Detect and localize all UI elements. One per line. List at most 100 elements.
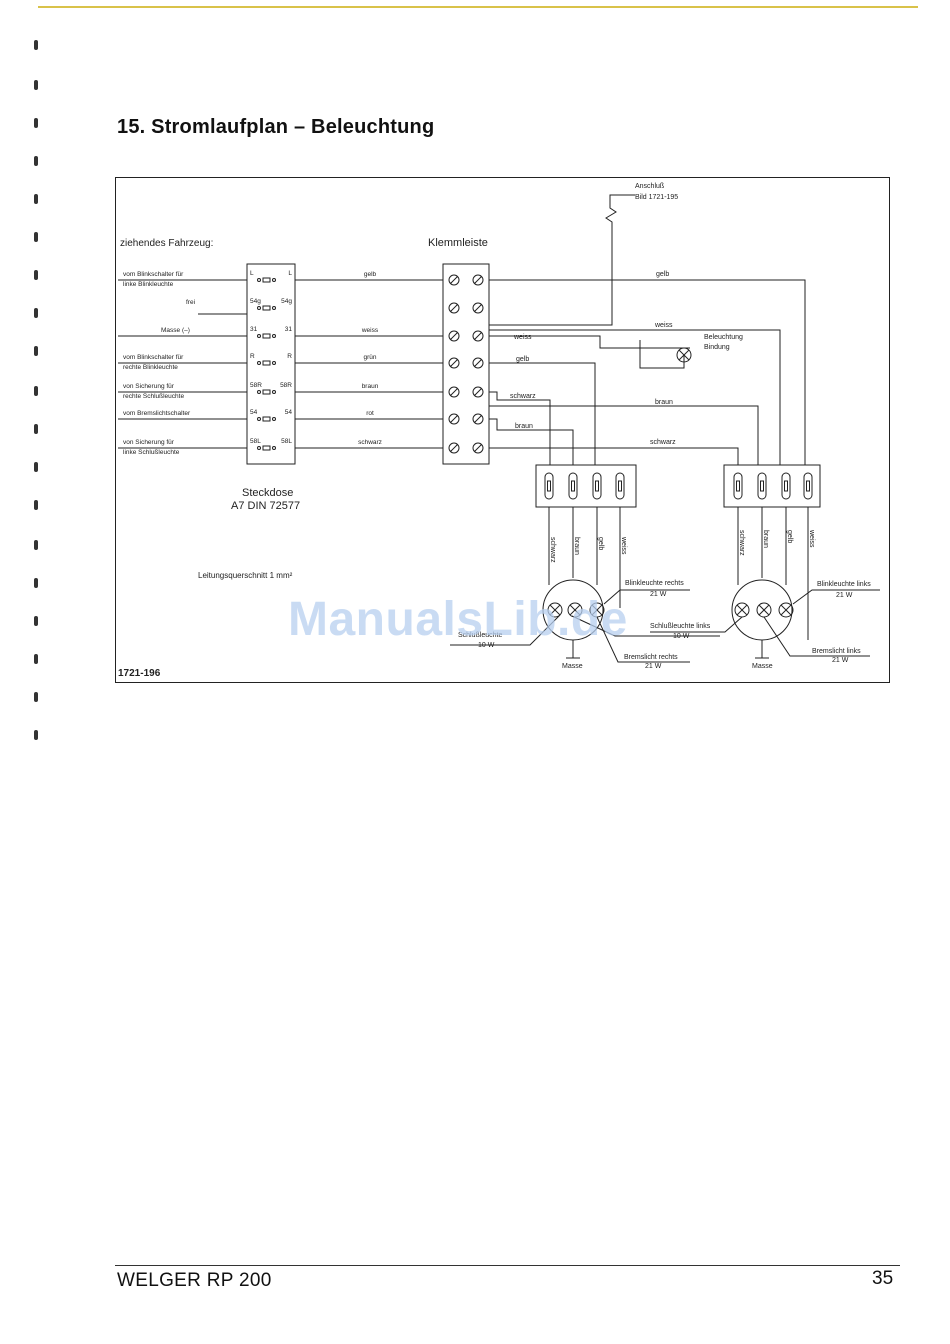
socket-standard: A7 DIN 72577 (231, 500, 300, 512)
pin-label-left-3: 31 (250, 326, 258, 333)
left-brems-watt: 21 W (832, 657, 849, 664)
footer-rule (115, 1265, 900, 1266)
socket-pin-6 (257, 416, 276, 422)
left-wire-gelb: gelb (786, 530, 793, 543)
pin-desc-7-1: von Sicherung für (123, 439, 175, 446)
terminal-screw-7-1 (448, 442, 460, 454)
connector-pin-1-2 (568, 472, 578, 500)
terminal-screw-5-1 (448, 386, 460, 398)
pin-wire-3: weiss (361, 327, 379, 334)
terminal-block-label: Klemmleiste (428, 237, 488, 249)
pin-desc-1-2: linke Blinkleuchte (123, 281, 174, 288)
pin-label-right-6: 54 (285, 409, 293, 416)
pin-wire-1: gelb (364, 271, 377, 278)
wire-label-weiss-top: weiss (654, 322, 673, 329)
socket-label: Steckdose (242, 487, 293, 499)
right-blink-label: Blinkleuchte rechts (625, 580, 684, 587)
wire-label-schwarz-inner: schwarz (510, 393, 536, 400)
right-wire-braun: braun (573, 537, 580, 555)
pin-label-right-1: L (288, 270, 292, 277)
terminal-screw-2-2 (472, 302, 484, 314)
right-wire-weiss: weiss (620, 536, 627, 555)
right-wire-schwarz: schwarz (549, 537, 556, 563)
terminal-screw-3-1 (448, 330, 460, 342)
page-title: 15. Stromlaufplan – Beleuchtung (117, 116, 435, 138)
pin-label-right-2: 54g (281, 298, 292, 305)
wire-label-braun-long: braun (655, 399, 673, 406)
connector-pin-1-4 (615, 472, 625, 500)
right-schluss-watt: 10 W (478, 642, 495, 649)
diagram-frame (115, 177, 890, 683)
lighting-label: Beleuchtung (704, 334, 743, 341)
left-wire-weiss: weiss (808, 529, 815, 548)
pin-desc-4-1: vom Blinkschalter für (123, 354, 184, 361)
terminal-screw-1-2 (472, 274, 484, 286)
figure-id: 1721-196 (118, 668, 161, 679)
pin-desc-6-1: vom Bremslichtschalter (123, 410, 191, 417)
pin-label-right-3: 31 (285, 326, 293, 333)
socket-pin-5 (257, 389, 276, 395)
lighting-sublabel: Bindung (704, 344, 730, 351)
right-blink-watt: 21 W (650, 591, 667, 598)
pin-desc-7-2: linke Schlußleuchte (123, 449, 180, 456)
left-schluss-watt: 10 W (673, 633, 690, 640)
anschluss-label: Anschluß (635, 183, 664, 190)
wire-label-schwarz-long: schwarz (650, 439, 676, 446)
connector-pin-1-3 (592, 472, 602, 500)
left-wire-schwarz: schwarz (738, 530, 745, 556)
socket-pin-3 (257, 333, 276, 339)
pin-desc-5-2: rechte Schlußleuchte (123, 393, 184, 400)
pin-label-left-6: 54 (250, 409, 258, 416)
pin-label-left-4: R (250, 353, 255, 360)
right-schluss-label: Schlußleuchte (458, 632, 502, 639)
wire-label-gelb-inner: gelb (516, 356, 529, 363)
socket-pin-4 (257, 360, 276, 366)
pin-desc-2-1: frei (186, 299, 195, 306)
connector-pin-2-4 (803, 472, 813, 500)
pin-label-left-7: 58L (250, 438, 261, 445)
right-brems-label: Bremslicht rechts (624, 654, 678, 661)
pin-label-right-7: 58L (281, 438, 292, 445)
wire-label-braun-inner: braun (515, 423, 533, 430)
pin-desc-1-1: vom Blinkschalter für (123, 271, 184, 278)
pin-wire-7: schwarz (358, 439, 382, 446)
left-schluss-label: Schlußleuchte links (650, 623, 711, 630)
terminal-screw-7-2 (472, 442, 484, 454)
connector-pin-2-3 (781, 472, 791, 500)
left-masse-label: Masse (752, 663, 773, 670)
wire-label-gelb-top: gelb (656, 271, 669, 278)
watermark: ManualsLib.de (288, 593, 628, 646)
footer-title: WELGER RP 200 (117, 1270, 272, 1291)
right-masse-label: Masse (562, 663, 583, 670)
top-rule (38, 6, 918, 8)
left-wire-braun: braun (762, 530, 769, 548)
vehicle-label: ziehendes Fahrzeug: (120, 238, 213, 249)
terminal-screw-4-2 (472, 357, 484, 369)
pin-wire-4: grün (363, 354, 376, 361)
pin-label-right-5: 58R (280, 382, 292, 389)
cross-section-label: Leitungsquerschnitt 1 mm² (198, 571, 293, 580)
right-brems-watt: 21 W (645, 663, 662, 670)
pin-desc-5-1: von Sicherung für (123, 383, 175, 390)
pin-label-left-1: L (250, 270, 254, 277)
left-brems-label: Bremslicht links (812, 648, 861, 655)
socket-pin-1 (257, 277, 276, 283)
pin-label-left-2: 54g (250, 298, 261, 305)
pin-desc-4-2: rechte Blinkleuchte (123, 364, 178, 371)
terminal-screw-6-2 (472, 413, 484, 425)
pin-wire-6: rot (366, 410, 374, 417)
wire-label-weiss-inner: weiss (513, 334, 532, 341)
socket-pin-7 (257, 445, 276, 451)
terminal-screw-2-1 (448, 302, 460, 314)
left-blink-watt: 21 W (836, 592, 853, 599)
pin-desc-3-1: Masse (–) (161, 327, 190, 334)
terminal-screw-5-2 (472, 386, 484, 398)
terminal-screw-6-1 (448, 413, 460, 425)
connector-pin-2-2 (757, 472, 767, 500)
anschluss-ref: Bild 1721-195 (635, 194, 678, 201)
socket-pin-2 (257, 305, 276, 311)
connector-pin-2-1 (733, 472, 743, 500)
connector-pin-1-1 (544, 472, 554, 500)
pin-label-left-5: 58R (250, 382, 262, 389)
